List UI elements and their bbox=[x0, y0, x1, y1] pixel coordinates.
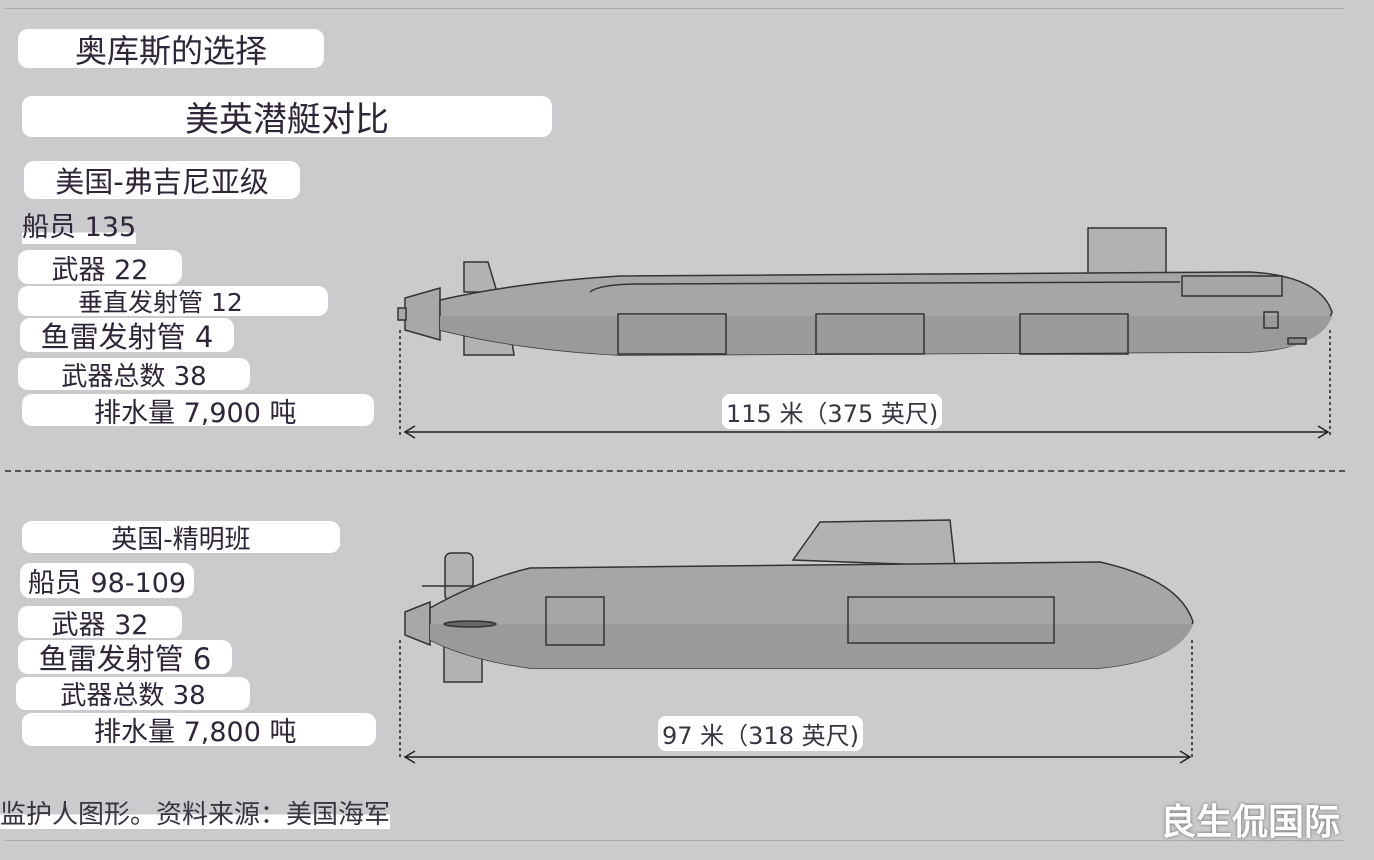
uk-length-dimension bbox=[399, 640, 1193, 764]
subtitle: 美英潜艇对比 bbox=[22, 96, 552, 140]
virginia-class-submarine bbox=[397, 227, 1333, 356]
us-length-dimension bbox=[399, 330, 1331, 439]
us-class-name: 美国-弗吉尼亚级 bbox=[24, 161, 300, 199]
us-weapons: 武器 22 bbox=[18, 250, 182, 286]
us-crew: 船员 135 bbox=[22, 205, 137, 244]
us-displacement: 排水量 7,900 吨 bbox=[22, 394, 374, 429]
uk-length-label: 97 米（318 英尺) bbox=[658, 716, 863, 751]
main-title: 奥库斯的选择 bbox=[18, 29, 324, 70]
uk-weapons: 武器 32 bbox=[18, 606, 182, 641]
uk-torpedo-tubes: 鱼雷发射管 6 bbox=[18, 640, 232, 676]
section-divider bbox=[5, 470, 1345, 472]
uk-total-weapons: 武器总数 38 bbox=[16, 677, 250, 711]
bottom-rule bbox=[5, 840, 1344, 841]
uk-displacement: 排水量 7,800 吨 bbox=[22, 713, 376, 748]
top-rule bbox=[5, 8, 1344, 9]
us-total-weapons: 武器总数 38 bbox=[18, 358, 250, 392]
uk-class-name: 英国-精明班 bbox=[22, 521, 340, 555]
us-length-label: 115 米（375 英尺) bbox=[722, 394, 943, 429]
source-footer: 监护人图形。资料来源：美国海军 bbox=[0, 794, 391, 831]
astute-class-submarine bbox=[404, 519, 1194, 683]
us-vls: 垂直发射管 12 bbox=[18, 286, 328, 317]
us-torpedo-tubes: 鱼雷发射管 4 bbox=[20, 318, 234, 354]
watermark: 良生侃国际 bbox=[1160, 802, 1341, 843]
uk-crew: 船员 98-109 bbox=[20, 563, 194, 599]
